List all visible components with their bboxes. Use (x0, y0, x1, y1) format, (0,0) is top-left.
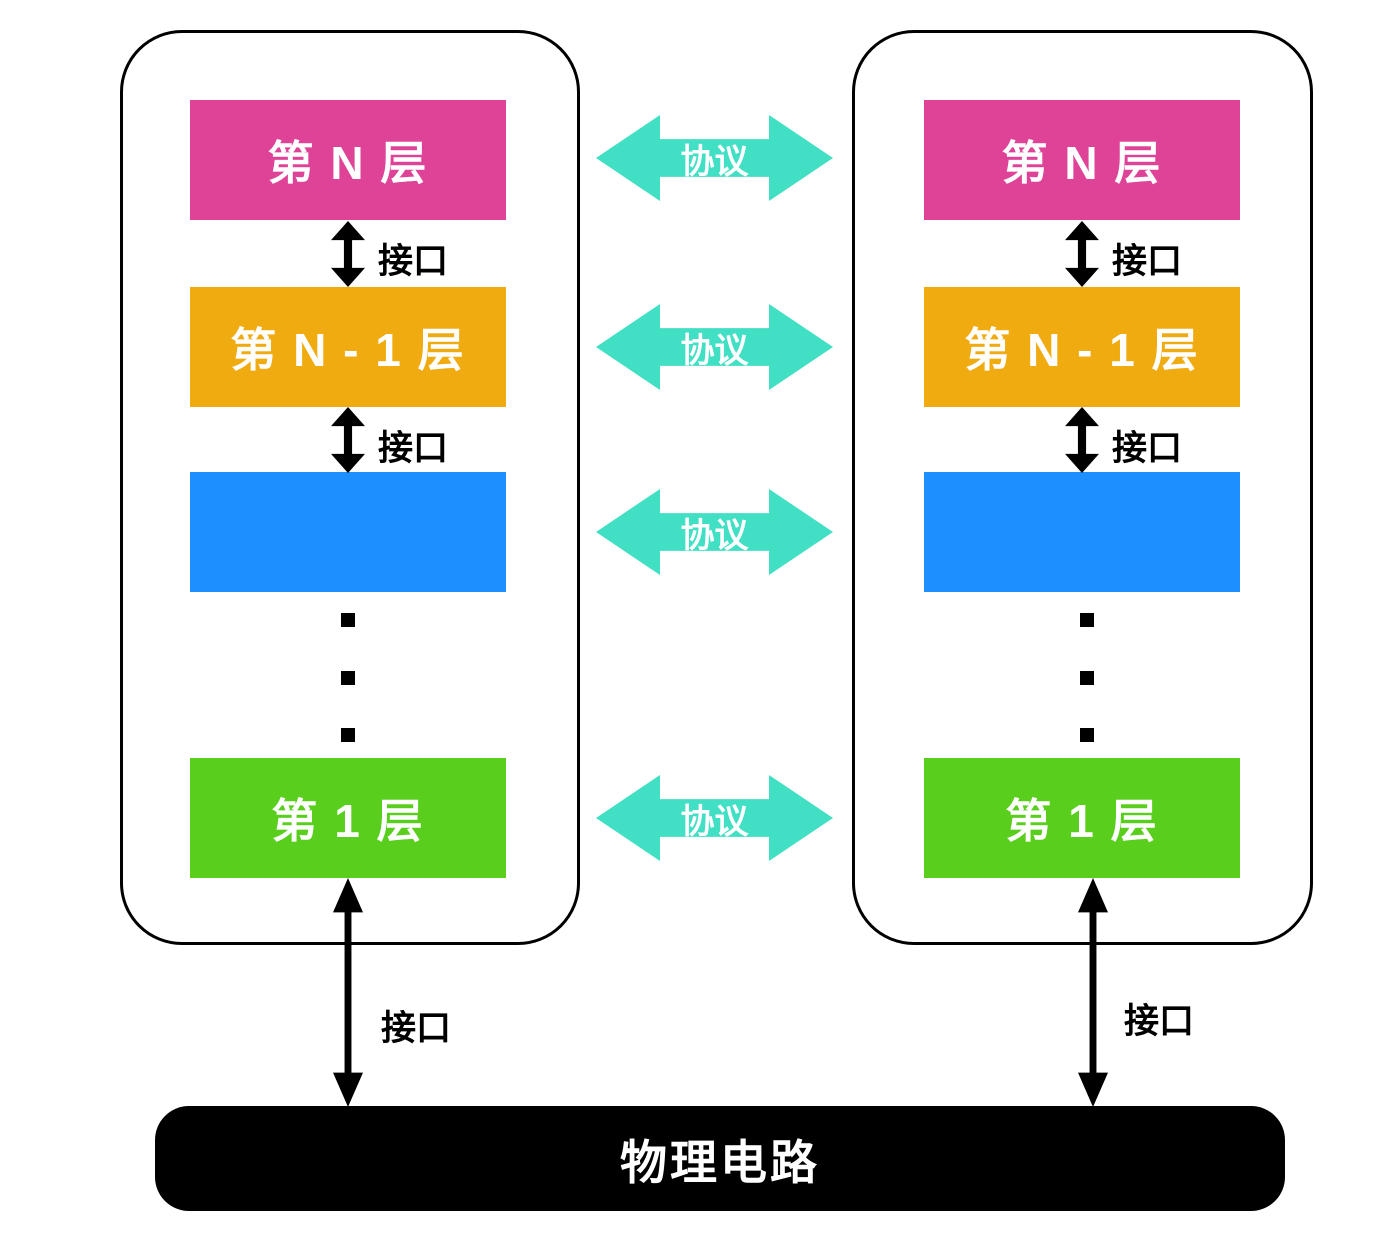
protocol-arrow-layer-middle: 协议 (596, 489, 833, 575)
protocol-arrow-layer-1: 协议 (596, 775, 833, 861)
omitted-layers-dot-icon (1080, 671, 1094, 685)
layer-n-box-left: 第 N 层 (190, 100, 506, 220)
protocol-label: 协议 (680, 516, 749, 555)
interface-label: 接口 (378, 429, 449, 468)
layer-1-box-right: 第 1 层 (924, 758, 1240, 878)
protocol-label: 协议 (680, 331, 749, 370)
system-frame-right (852, 30, 1313, 945)
layer-middle-box-left (190, 472, 506, 592)
physical-circuit-bar: 物理电路 (155, 1106, 1285, 1211)
interface-arrow-physical-icon (333, 878, 363, 1107)
interface-arrow-physical-icon (1078, 878, 1108, 1107)
interface-label: 接口 (381, 1009, 452, 1048)
interface-label: 接口 (378, 242, 449, 281)
layer-middle-box-right (924, 472, 1240, 592)
protocol-label: 协议 (680, 142, 749, 181)
omitted-layers-dot-icon (341, 613, 355, 627)
omitted-layers-dot-icon (341, 728, 355, 742)
layer-n-1-box-left: 第 N - 1 层 (190, 287, 506, 407)
protocol-arrow-layer-n: 协议 (596, 115, 833, 201)
omitted-layers-dot-icon (341, 671, 355, 685)
omitted-layers-dot-icon (1080, 613, 1094, 627)
interface-label: 接口 (1124, 1002, 1195, 1041)
interface-label: 接口 (1112, 429, 1183, 468)
interface-label: 接口 (1112, 242, 1183, 281)
layer-1-box-left: 第 1 层 (190, 758, 506, 878)
layer-n-1-box-right: 第 N - 1 层 (924, 287, 1240, 407)
omitted-layers-dot-icon (1080, 728, 1094, 742)
protocol-arrow-layer-n-1: 协议 (596, 304, 833, 390)
layer-n-box-right: 第 N 层 (924, 100, 1240, 220)
protocol-label: 协议 (680, 802, 749, 841)
